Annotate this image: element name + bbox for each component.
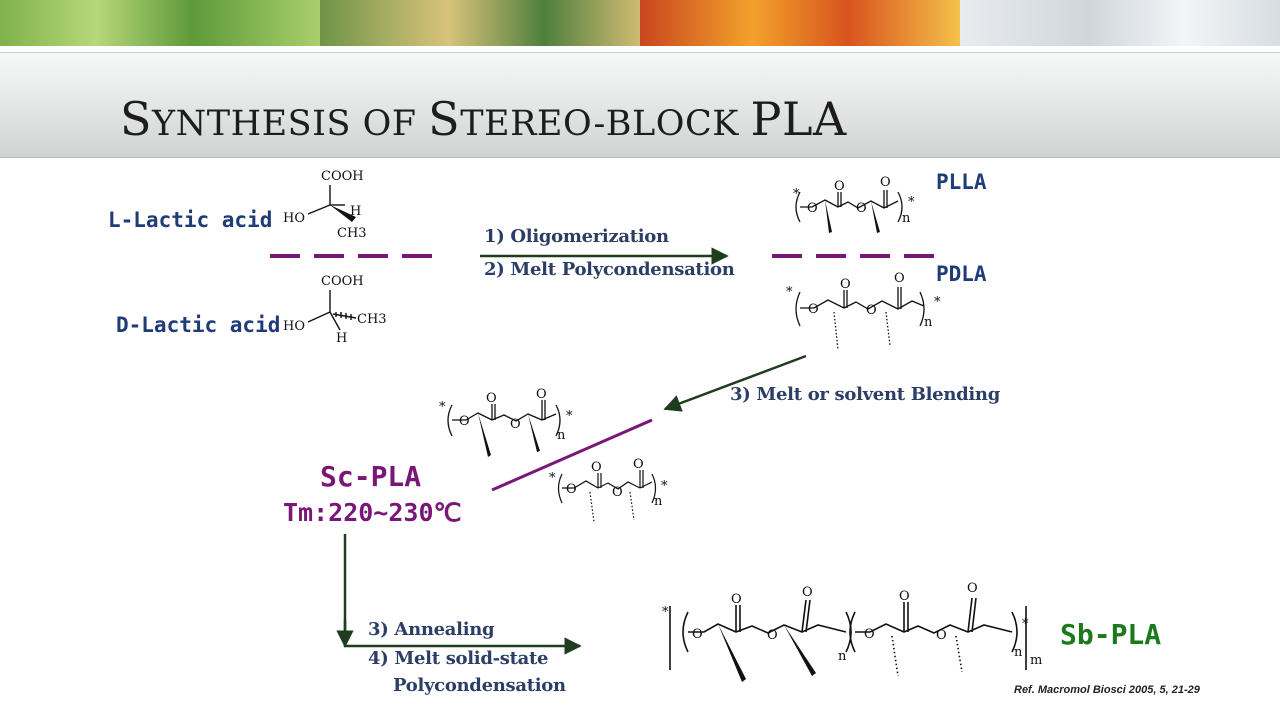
sb-o5: O xyxy=(864,627,875,642)
l-cooh: COOH xyxy=(321,169,364,184)
sb-o1: O xyxy=(692,627,703,642)
step-melt-solid-state: 4) Melt solid-state xyxy=(368,648,549,669)
sc-lower-o1: O xyxy=(566,482,577,497)
sc-upper-o4: O xyxy=(536,387,547,402)
sc-lower-n: n xyxy=(654,494,663,509)
pdla-o4: O xyxy=(894,271,905,286)
pdla-label: PDLA xyxy=(936,262,987,286)
step-melt-polycondensation: 2) Melt Polycondensation xyxy=(484,259,735,280)
l-ch3: CH3 xyxy=(337,226,367,241)
sc-lower-star-left: * xyxy=(549,471,556,486)
sb-o2: O xyxy=(731,592,742,607)
d-ho: HO xyxy=(283,319,305,334)
sb-o4: O xyxy=(802,585,813,600)
sb-pla-chain xyxy=(669,597,1027,682)
sc-lower-star-right: * xyxy=(661,479,668,494)
plla-o4: O xyxy=(880,175,891,190)
sc-upper-n: n xyxy=(557,428,566,443)
banner-winter-berries-image xyxy=(960,0,1280,46)
plla-n: n xyxy=(902,211,911,226)
l-lactic-acid-label: L-Lactic acid xyxy=(108,208,273,232)
tm-label: Tm:220~230℃ xyxy=(283,498,462,527)
pdla-chain xyxy=(795,287,925,351)
sc-upper-o1: O xyxy=(459,414,470,429)
plla-o1: O xyxy=(807,201,818,216)
title-band xyxy=(0,52,1280,158)
slide-title: SYNTHESIS OF STEREO-BLOCK PLA xyxy=(120,92,847,146)
sc-upper-star-right: * xyxy=(566,409,573,424)
step-polycondensation: Polycondensation xyxy=(393,675,566,696)
sb-star-left: * xyxy=(662,605,669,620)
sb-n2: n xyxy=(1014,645,1023,660)
pdla-star-right: * xyxy=(934,295,941,310)
sc-upper-o2: O xyxy=(486,391,497,406)
step-annealing: 3) Annealing xyxy=(368,619,495,640)
reference-citation: Ref. Macromol Biosci 2005, 5, 21-29 xyxy=(1014,684,1200,696)
sc-lower-o2: O xyxy=(591,460,602,475)
sc-pla-label: Sc-PLA xyxy=(320,460,422,493)
sc-pla-lower-chain xyxy=(557,470,657,523)
banner-palm-image xyxy=(320,0,640,46)
l-lactic-acid-structure xyxy=(307,185,356,222)
plla-label: PLLA xyxy=(936,170,987,194)
sc-pla-divider xyxy=(491,418,653,492)
seasonal-banner xyxy=(0,0,1280,46)
pdla-n: n xyxy=(924,315,933,330)
sc-lower-o4: O xyxy=(633,457,644,472)
step-oligomerization: 1) Oligomerization xyxy=(484,226,669,247)
d-h: H xyxy=(336,331,347,346)
sb-o3: O xyxy=(767,628,778,643)
sb-o7: O xyxy=(936,628,947,643)
d-lactic-acid-structure xyxy=(307,290,357,331)
sb-star-right: * xyxy=(1022,617,1029,632)
banner-autumn-leaves-image xyxy=(640,0,960,46)
d-cooh: COOH xyxy=(321,274,364,289)
pdla-o2: O xyxy=(840,277,851,292)
pdla-star-left: * xyxy=(786,285,793,300)
banner-daisies-image xyxy=(0,0,320,46)
sc-lower-o3: O xyxy=(612,485,623,500)
d-lactic-acid-label: D-Lactic acid xyxy=(116,313,281,337)
l-h: H xyxy=(350,204,361,219)
d-ch3: CH3 xyxy=(357,312,387,327)
sb-m: m xyxy=(1030,653,1042,668)
sb-pla-label: Sb-PLA xyxy=(1060,618,1162,651)
plla-o2: O xyxy=(834,179,845,194)
plla-chain xyxy=(795,190,903,233)
sc-pla-upper-chain xyxy=(447,400,561,457)
pdla-o1: O xyxy=(808,302,819,317)
plla-star-right: * xyxy=(908,195,915,210)
plla-o3: O xyxy=(856,201,867,216)
plla-star-left: * xyxy=(793,187,800,202)
sc-upper-star-left: * xyxy=(439,400,446,415)
step-blending: 3) Melt or solvent Blending xyxy=(730,384,1001,405)
pdla-o3: O xyxy=(866,303,877,318)
sb-n1: n xyxy=(838,649,847,664)
arrow-blending xyxy=(663,354,807,412)
sc-upper-o3: O xyxy=(510,417,521,432)
l-ho: HO xyxy=(283,211,305,226)
sb-o6: O xyxy=(899,589,910,604)
sb-o8: O xyxy=(967,581,978,596)
